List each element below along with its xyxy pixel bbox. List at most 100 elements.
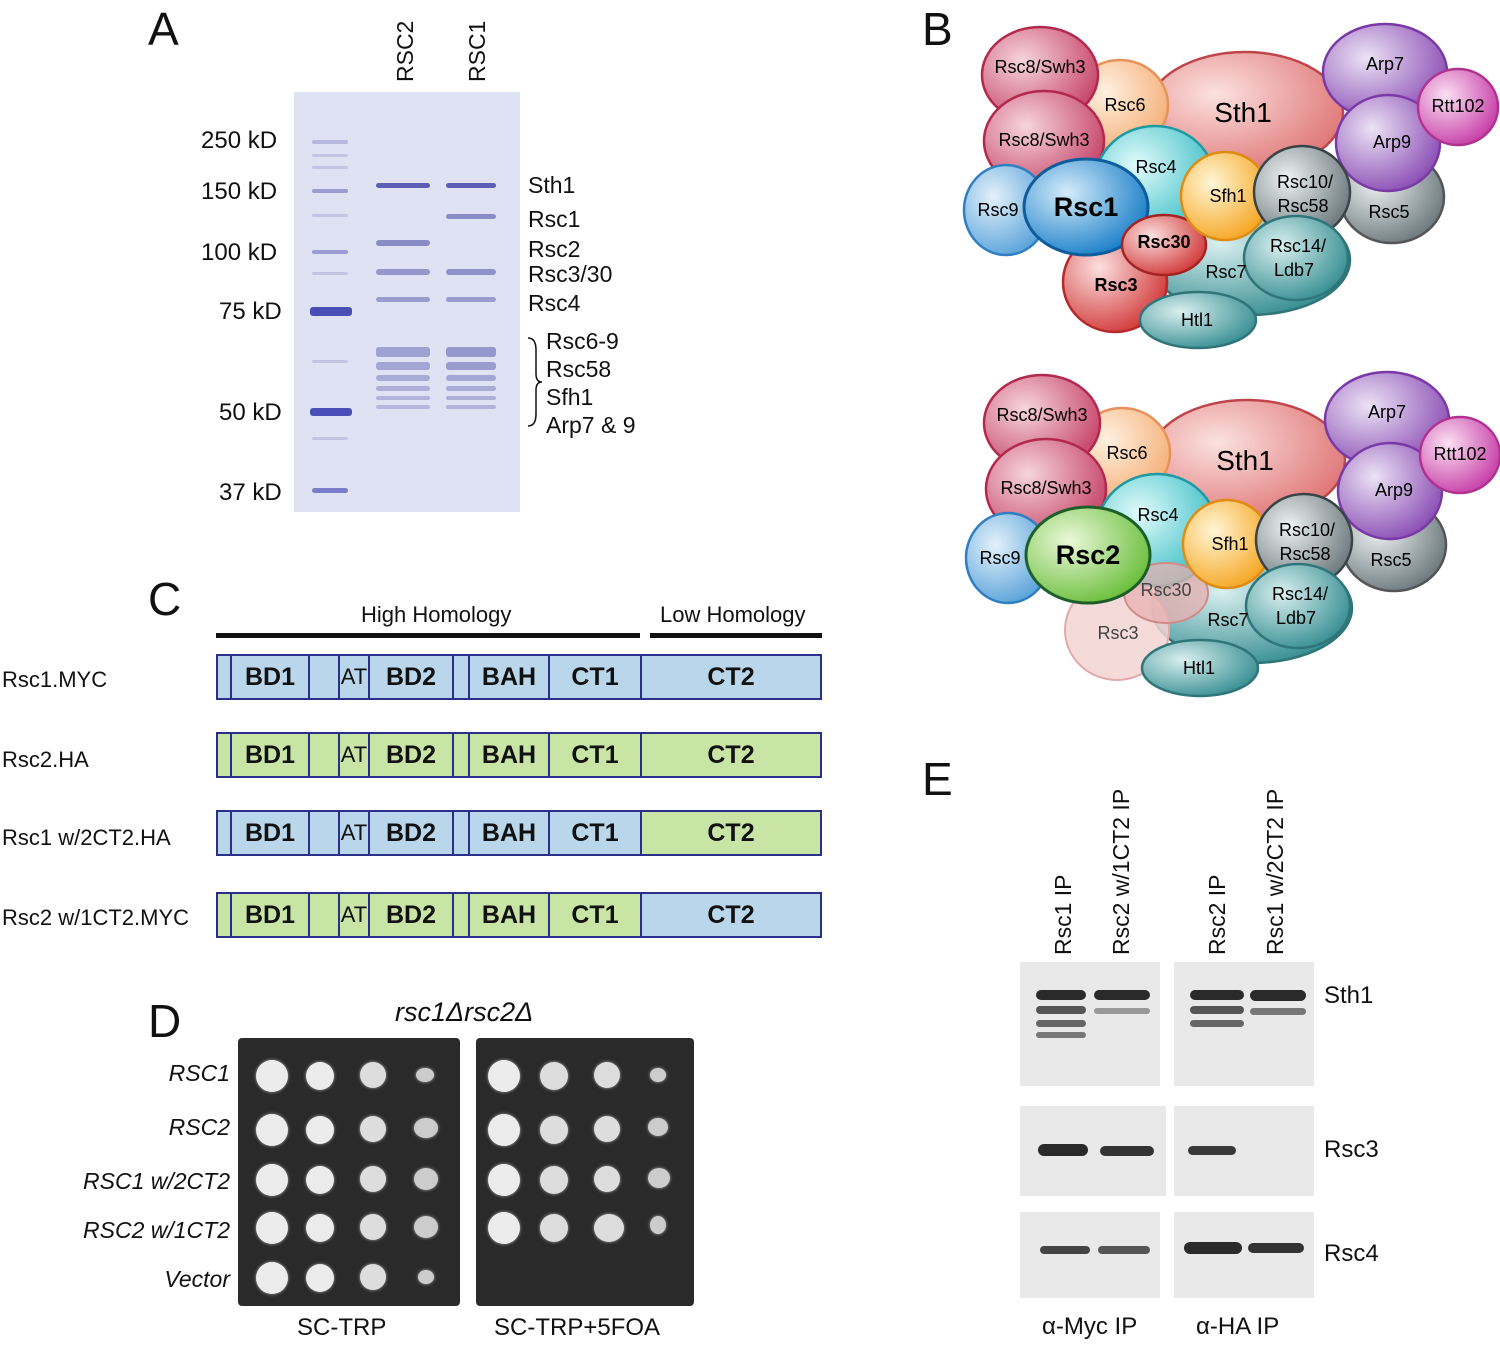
domain-linker	[310, 894, 340, 936]
gel-band	[376, 375, 430, 381]
construct-label: Rsc1.MYC	[2, 667, 108, 692]
domain-ct2: CT2	[642, 812, 820, 854]
panel-d-letter: D	[148, 995, 182, 1047]
lane-label-rsc1-w2ct2-ip: Rsc1 w/2CT2 IP	[1262, 788, 1288, 955]
subunit-rsc58: Rsc58	[1277, 196, 1328, 216]
lane-label-rsc2: RSC2	[392, 20, 418, 82]
gel-band	[376, 269, 430, 275]
blot-rsc4-ha	[1174, 1212, 1314, 1298]
colony	[360, 1166, 386, 1192]
blot-band	[1188, 1146, 1236, 1155]
subunit-rsc9: Rsc9	[979, 548, 1020, 568]
domain-bah: BAH	[470, 656, 550, 698]
subunit-rsc14: Rsc14/	[1272, 584, 1328, 604]
group-label-sfh1: Sfh1	[546, 384, 594, 410]
gel-band	[376, 386, 430, 391]
domain-bd2: BD2	[370, 812, 454, 854]
domain-bar: BD1 AT BD2 BAH CT1 CT2	[216, 892, 822, 938]
group-label-rsc58: Rsc58	[546, 356, 612, 382]
domain-nterm	[218, 656, 232, 698]
colony	[594, 1214, 624, 1242]
row-label-rsc2: RSC2	[168, 1114, 230, 1140]
subunit-rsc7: Rsc7	[1205, 262, 1246, 282]
subunit-rsc6: Rsc6	[1104, 95, 1145, 115]
gel-band	[446, 347, 496, 357]
band-label-rsc2: Rsc2	[528, 236, 581, 262]
band-label-sth1: Sth1	[528, 172, 576, 198]
band-label-rsc1: Rsc1	[528, 206, 581, 232]
domain-bah: BAH	[470, 894, 550, 936]
blot-band	[1036, 990, 1086, 1000]
ladder-band	[312, 272, 348, 275]
blot-band	[1036, 1032, 1086, 1038]
colony	[256, 1262, 288, 1294]
domain-bd1: BD1	[232, 894, 310, 936]
colony	[488, 1114, 520, 1146]
gel-band	[376, 183, 430, 188]
ladder-band	[312, 166, 348, 169]
colony	[256, 1114, 288, 1146]
colony	[540, 1116, 568, 1144]
blot-band	[1184, 1242, 1242, 1254]
blot-band	[1248, 1243, 1304, 1253]
ladder-band	[310, 408, 352, 416]
blot-band	[1036, 1006, 1086, 1014]
ladder-band	[312, 488, 348, 493]
colony	[488, 1164, 520, 1196]
colony	[414, 1168, 438, 1190]
subunit-rsc10: Rsc10/	[1277, 172, 1333, 192]
gel-band	[446, 405, 496, 409]
subunit-sth1: Sth1	[1216, 445, 1274, 476]
plate-label-sc-trp: SC-TRP	[297, 1314, 387, 1341]
domain-nterm	[218, 812, 232, 854]
subunit-rsc8-a: Rsc8/Swh3	[994, 57, 1085, 77]
low-homology-label: Low Homology	[660, 602, 806, 627]
blot-rsc4-myc	[1020, 1212, 1160, 1298]
blot-band	[1190, 1020, 1244, 1027]
domain-bd1: BD1	[232, 734, 310, 776]
subunit-rtt102: Rtt102	[1431, 96, 1484, 116]
domain-at: AT	[340, 812, 370, 854]
subunit-sfh1: Sfh1	[1209, 186, 1246, 206]
gel-band	[376, 396, 430, 400]
domain-bar: BD1 AT BD2 BAH CT1 CT2	[216, 654, 822, 700]
subunit-rsc30: Rsc30	[1140, 580, 1191, 600]
blot-band	[1100, 1146, 1154, 1156]
marker-75: 75 kD	[219, 298, 282, 325]
group-label-arp7-9: Arp7 & 9	[546, 412, 636, 438]
colony	[306, 1214, 334, 1242]
subunit-rsc8-a: Rsc8/Swh3	[996, 405, 1087, 425]
panel-b-letter: B	[922, 3, 953, 55]
colony	[418, 1270, 434, 1284]
panel-e-letter: E	[922, 753, 953, 805]
gel-band	[446, 269, 496, 275]
rsc1-complex-diagram: Sth1 Rsc8/Swh3 Rsc8/Swh3 Rsc6 Arp7 Rtt10…	[962, 22, 1500, 350]
gel-band	[446, 375, 496, 381]
blot-band	[1094, 990, 1150, 1000]
panel-c-letter: C	[148, 573, 182, 625]
domain-at: AT	[340, 894, 370, 936]
blot-band	[1250, 1008, 1306, 1015]
marker-50: 50 kD	[219, 399, 282, 426]
marker-37: 37 kD	[219, 479, 282, 506]
colony	[594, 1166, 620, 1192]
subunit-rsc5: Rsc5	[1368, 202, 1409, 222]
ladder-band	[312, 250, 348, 254]
subunit-rsc3: Rsc3	[1094, 275, 1137, 295]
domain-bd1: BD1	[232, 812, 310, 854]
ip-group-ha: α-HA IP	[1196, 1313, 1280, 1340]
high-homology-line	[216, 633, 640, 638]
domain-ct1: CT1	[550, 812, 642, 854]
subunit-arp9: Arp9	[1375, 480, 1413, 500]
gel-image-a	[294, 92, 520, 512]
subunit-rsc5: Rsc5	[1370, 550, 1411, 570]
subunit-rsc8-b: Rsc8/Swh3	[998, 130, 1089, 150]
domain-nterm	[218, 894, 232, 936]
subunit-sth1: Sth1	[1214, 97, 1272, 128]
domain-linker	[310, 656, 340, 698]
blot-band	[1040, 1246, 1090, 1254]
row-label-vector: Vector	[164, 1266, 230, 1292]
subunit-rsc9: Rsc9	[977, 200, 1018, 220]
blot-band	[1036, 1020, 1086, 1027]
row-label-rsc1: RSC1	[168, 1060, 230, 1086]
